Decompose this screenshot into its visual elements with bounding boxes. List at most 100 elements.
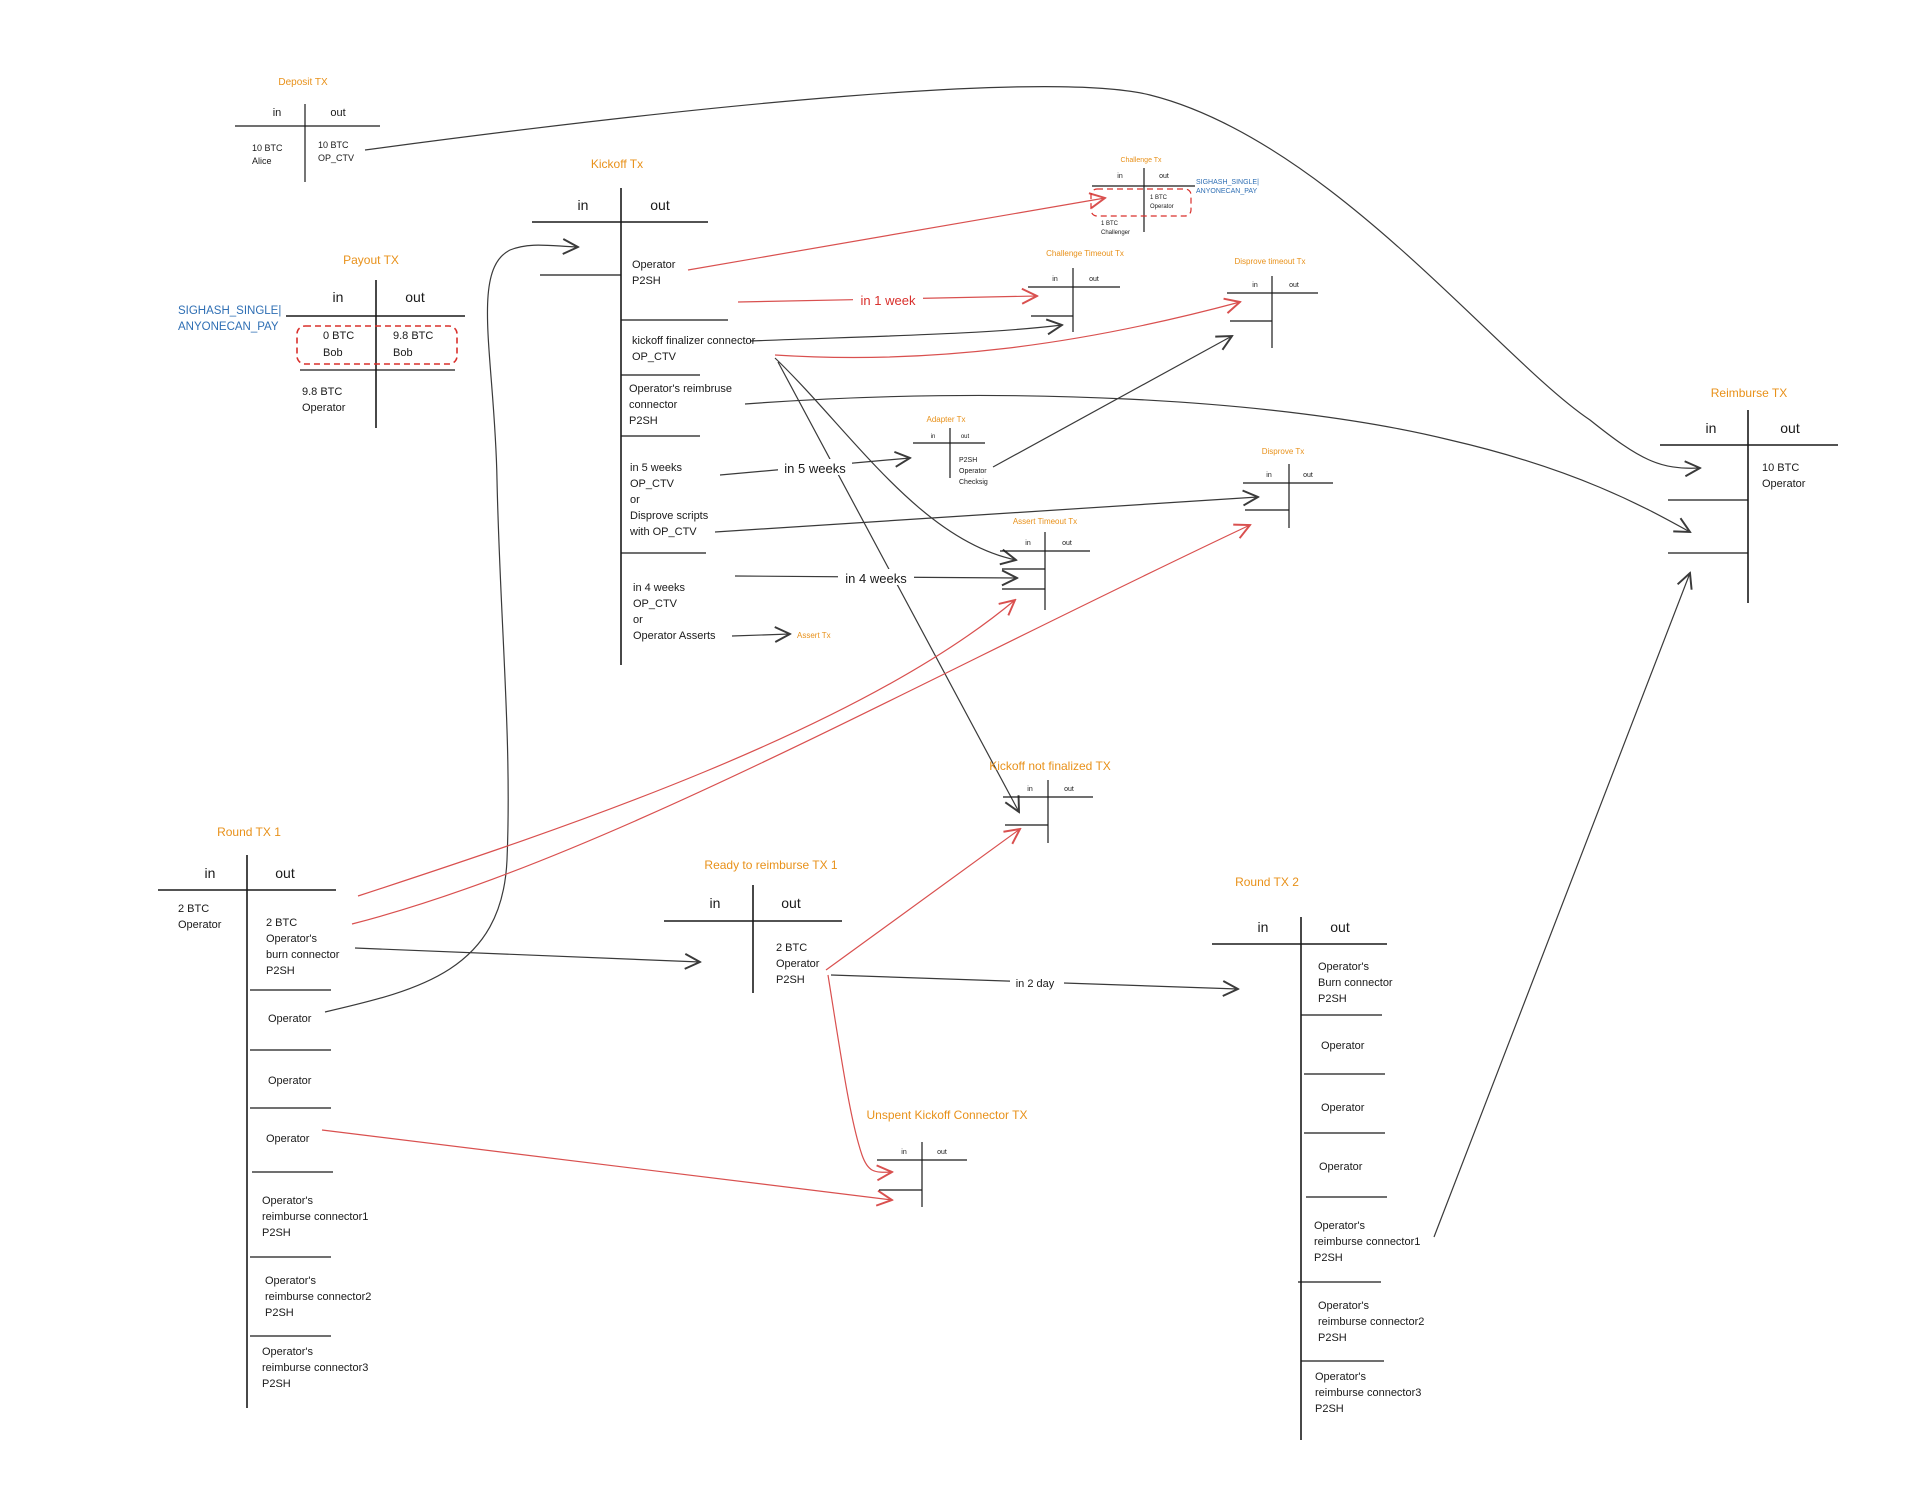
- round2-out5-line1: Operator's: [1314, 1220, 1366, 1232]
- challenge-timeout-tx: Challenge Timeout Tx in out: [1028, 249, 1124, 332]
- kickoff-out4-line3: or: [630, 494, 640, 506]
- col-out: out: [1159, 173, 1169, 180]
- kickoff-out3-line2: connector: [629, 399, 678, 411]
- edge-label-in-2-day: in 2 day: [1016, 978, 1055, 990]
- col-in: in: [273, 107, 282, 119]
- challenge-tx-title: Challenge Tx: [1120, 157, 1162, 164]
- round1-out3: Operator: [268, 1075, 312, 1087]
- kickoff-out2-line2: OP_CTV: [632, 351, 677, 363]
- kickoff-out4-line4: Disprove scripts: [630, 510, 709, 522]
- deposit-tx-title: Deposit TX: [278, 77, 328, 88]
- deposit-out-script: OP_CTV: [318, 153, 354, 163]
- disprove-timeout-title: Disprove timeout Tx: [1235, 257, 1306, 266]
- deposit-tx: Deposit TX in out 10 BTC Alice 10 BTC OP…: [235, 77, 380, 182]
- col-in: in: [901, 1149, 907, 1156]
- round2-out7-line3: P2SH: [1315, 1403, 1344, 1415]
- kickoff-not-finalized-tx: Kickoff not finalized TX in out: [989, 759, 1111, 843]
- ready-tx-title: Ready to reimburse TX 1: [704, 858, 837, 872]
- ready-out-line1: 2 BTC: [776, 942, 807, 954]
- ready-to-reimburse-tx: Ready to reimburse TX 1 in out 2 BTC Ope…: [664, 858, 842, 993]
- payout-in2-amount: 9.8 BTC: [302, 386, 342, 398]
- edge-label-in-5-weeks: in 5 weeks: [784, 461, 846, 476]
- payout-sighash-box: [296, 325, 458, 365]
- deposit-in-amount: 10 BTC: [252, 143, 283, 153]
- col-out: out: [961, 434, 970, 440]
- col-in: in: [1258, 919, 1269, 935]
- kickoff-out1-line1: Operator: [632, 259, 676, 271]
- adapter-out-line1: P2SH: [959, 457, 977, 464]
- round1-out7-line3: P2SH: [262, 1378, 291, 1390]
- round2-out6-line1: Operator's: [1318, 1300, 1370, 1312]
- kickoff-out3-line1: Operator's reimbruse: [629, 383, 732, 395]
- round-tx-2-title: Round TX 2: [1235, 875, 1299, 889]
- payout-sighash-line2: ANYONECAN_PAY: [178, 321, 279, 333]
- edge-label-bg: [853, 291, 923, 307]
- payout-in1-owner: Bob: [323, 347, 343, 359]
- round1-out7-line1: Operator's: [262, 1346, 314, 1358]
- round1-out6-line3: P2SH: [265, 1307, 294, 1319]
- deposit-in-owner: Alice: [252, 156, 272, 166]
- challenge-sighash-line2: ANYONECAN_PAY: [1196, 188, 1258, 195]
- kickoff-out3-line3: P2SH: [629, 415, 658, 427]
- edge-round1-burn-to-disprove: [351, 525, 1250, 925]
- round2-out6-line2: reimburse connector2: [1318, 1316, 1424, 1328]
- col-in: in: [1025, 540, 1031, 547]
- round2-out1-line3: P2SH: [1318, 993, 1347, 1005]
- round2-out3: Operator: [1321, 1102, 1365, 1114]
- edge-finalizer-to-challenge-timeout: [749, 325, 1062, 342]
- payout-sighash-line1: SIGHASH_SINGLE|: [178, 305, 281, 317]
- payout-tx-title: Payout TX: [343, 253, 399, 267]
- edge-label-bg: [778, 459, 852, 475]
- adapter-tx-title: Adapter Tx: [927, 415, 966, 424]
- round2-out2: Operator: [1321, 1040, 1365, 1052]
- edge-kickoff-operator-to-challenge: [687, 198, 1105, 271]
- col-in: in: [1706, 420, 1717, 436]
- round2-out5-line2: reimburse connector1: [1314, 1236, 1420, 1248]
- edge-round1-burn-to-ready: [354, 947, 700, 962]
- kickoff-out5-line1: in 4 weeks: [633, 582, 685, 594]
- challenge-in-owner: Challenger: [1101, 230, 1130, 236]
- col-out: out: [1303, 472, 1313, 479]
- col-in: in: [205, 865, 216, 881]
- edge-deposit-to-reimburse: [364, 86, 1700, 469]
- round1-out4: Operator: [266, 1133, 310, 1145]
- col-out: out: [330, 107, 345, 119]
- adapter-out-line2: Operator: [959, 468, 987, 475]
- col-out: out: [650, 197, 670, 213]
- kickoff-not-finalized-title: Kickoff not finalized TX: [989, 759, 1111, 773]
- round1-out1-line3: burn connector: [266, 949, 340, 961]
- unspent-tx-title: Unspent Kickoff Connector TX: [867, 1108, 1028, 1122]
- round-tx-2: Round TX 2 in out Operator's Burn connec…: [1212, 875, 1424, 1440]
- round1-out7-line2: reimburse connector3: [262, 1362, 368, 1374]
- adapter-out-line3: Checksig: [959, 479, 988, 486]
- round2-out5-line3: P2SH: [1314, 1252, 1343, 1264]
- edge-disprove-scripts-to-disprove: [714, 497, 1258, 533]
- round-tx-1-title: Round TX 1: [217, 825, 281, 839]
- kickoff-out4-line1: in 5 weeks: [630, 462, 682, 474]
- round1-in-owner: Operator: [178, 919, 222, 931]
- challenge-sighash-line1: SIGHASH_SINGLE|: [1196, 179, 1259, 186]
- round1-out6-line2: reimburse connector2: [265, 1291, 371, 1303]
- edges: in 1 week in 5 weeks in 4 weeks in 2 day: [321, 86, 1700, 1238]
- col-out: out: [1062, 540, 1072, 547]
- payout-out1-owner: Bob: [393, 347, 413, 359]
- round2-out6-line3: P2SH: [1318, 1332, 1347, 1344]
- edge-finalizer-to-disprove-timeout: [774, 302, 1240, 359]
- challenge-in-amount: 1 BTC: [1101, 221, 1119, 227]
- col-in: in: [1027, 786, 1033, 793]
- col-out: out: [1780, 420, 1800, 436]
- disprove-tx-title: Disprove Tx: [1262, 447, 1305, 456]
- challenge-out-amount: 1 BTC: [1150, 195, 1168, 201]
- col-out: out: [1089, 276, 1099, 283]
- round1-out2: Operator: [268, 1013, 312, 1025]
- edge-label-bg: [1010, 974, 1064, 989]
- col-in: in: [710, 895, 721, 911]
- challenge-out-owner: Operator: [1150, 204, 1174, 210]
- col-out: out: [781, 895, 801, 911]
- round2-out4: Operator: [1319, 1161, 1363, 1173]
- payout-in1-amount: 0 BTC: [323, 330, 354, 342]
- edge-adapter-to-disprove-timeout: [992, 336, 1232, 468]
- reimburse-tx-title: Reimburse TX: [1711, 386, 1787, 400]
- col-in: in: [1117, 173, 1123, 180]
- col-in: in: [1266, 472, 1272, 479]
